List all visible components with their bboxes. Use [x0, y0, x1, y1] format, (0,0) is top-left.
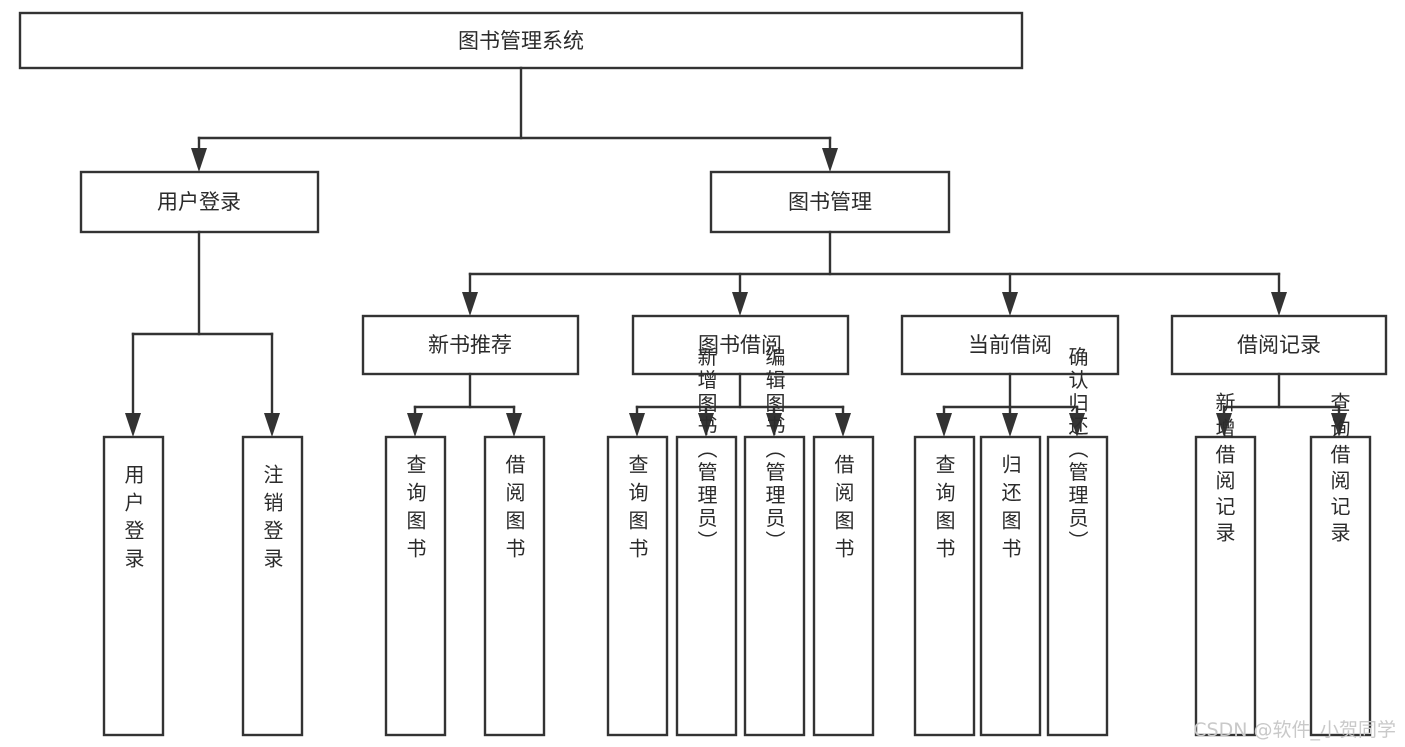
- node-new-book-recommend[interactable]: 新书推荐: [361, 314, 580, 376]
- leaf-user-login-label: 用户登录: [121, 464, 145, 576]
- node-current-borrow-label: 当前借阅: [968, 333, 1052, 357]
- leaf-query-book-1[interactable]: 查询图书: [384, 435, 447, 737]
- leaf-return-book-box: [979, 435, 1042, 737]
- leaf-query-record[interactable]: 查询借阅记录: [1309, 392, 1372, 737]
- connector-user-login-to-leaves: [125, 230, 280, 437]
- connector-book-manage-to-level2: [462, 230, 1287, 316]
- node-book-manage[interactable]: 图书管理: [709, 170, 951, 234]
- leaf-return-book[interactable]: 归还图书: [979, 435, 1042, 737]
- leaf-query-book-1-box: [384, 435, 447, 737]
- leaf-return-book-label: 归还图书: [998, 454, 1022, 566]
- leaf-user-login-box: [102, 435, 165, 737]
- node-user-login[interactable]: 用户登录: [79, 170, 320, 234]
- connector-current-borrow-to-leaves: [936, 372, 1085, 437]
- connector-book-borrow-to-leaves: [629, 372, 851, 437]
- node-user-login-label: 用户登录: [157, 190, 241, 214]
- leaf-query-book-1-label: 查询图书: [403, 454, 427, 566]
- leaf-borrow-book-1[interactable]: 借阅图书: [483, 435, 546, 737]
- node-root-system[interactable]: 图书管理系统: [18, 11, 1024, 70]
- connector-root-to-level1: [191, 66, 838, 172]
- leaf-query-book-2-label: 查询图书: [625, 454, 649, 566]
- connector-new-book-recommend-to-leaves: [407, 372, 522, 437]
- node-book-borrow-label: 图书借阅: [698, 333, 782, 357]
- connector-borrow-record-to-leaves: [1216, 372, 1347, 437]
- leaf-edit-book-box: [743, 435, 806, 737]
- leaf-add-record-box: [1194, 435, 1257, 737]
- leaf-add-record-label: 新增借阅记录: [1212, 392, 1236, 548]
- leaf-add-record[interactable]: 新增借阅记录: [1194, 392, 1257, 737]
- leaf-query-book-2-box: [606, 435, 669, 737]
- leaf-edit-book[interactable]: 编辑图书（管理员）: [743, 346, 806, 737]
- leaf-logout-login[interactable]: 注销登录: [241, 435, 304, 737]
- node-new-book-recommend-box: [361, 314, 580, 376]
- leaf-user-login[interactable]: 用户登录: [102, 435, 165, 737]
- node-borrow-record[interactable]: 借阅记录: [1170, 314, 1388, 376]
- leaf-borrow-book-2-box: [812, 435, 875, 737]
- leaf-query-book-3-box: [913, 435, 976, 737]
- leaf-query-record-box: [1309, 435, 1372, 737]
- leaf-borrow-book-2-label: 借阅图书: [831, 454, 855, 566]
- node-borrow-record-box: [1170, 314, 1388, 376]
- leaf-confirm-return-label: 确认归还（管理员）: [1065, 346, 1089, 553]
- leaf-query-book-2[interactable]: 查询图书: [606, 435, 669, 737]
- leaf-query-book-3[interactable]: 查询图书: [913, 435, 976, 737]
- node-new-book-recommend-label: 新书推荐: [428, 333, 512, 357]
- leaf-add-book-label: 新增图书（管理员）: [694, 346, 718, 553]
- csdn-watermark: CSDN @软件_小贺同学: [1193, 719, 1396, 741]
- node-book-borrow[interactable]: 图书借阅: [631, 314, 850, 376]
- leaf-logout-login-label: 注销登录: [260, 464, 284, 576]
- leaf-borrow-book-1-label: 借阅图书: [502, 454, 526, 566]
- leaf-borrow-book-2[interactable]: 借阅图书: [812, 435, 875, 737]
- leaf-borrow-book-1-box: [483, 435, 546, 737]
- leaf-confirm-return[interactable]: 确认归还（管理员）: [1046, 346, 1109, 737]
- leaf-add-book[interactable]: 新增图书（管理员）: [675, 346, 738, 737]
- leaf-add-book-box: [675, 435, 738, 737]
- leaf-confirm-return-box: [1046, 435, 1109, 737]
- node-root-system-label: 图书管理系统: [458, 29, 584, 53]
- node-user-login-box: [79, 170, 320, 234]
- leaf-logout-login-box: [241, 435, 304, 737]
- leaf-query-book-3-label: 查询图书: [932, 454, 956, 566]
- node-book-manage-label: 图书管理: [788, 190, 872, 214]
- node-borrow-record-label: 借阅记录: [1237, 333, 1321, 357]
- leaf-query-record-label: 查询借阅记录: [1327, 392, 1351, 548]
- node-root-system-box: [18, 11, 1024, 70]
- leaf-edit-book-label: 编辑图书（管理员）: [762, 346, 786, 553]
